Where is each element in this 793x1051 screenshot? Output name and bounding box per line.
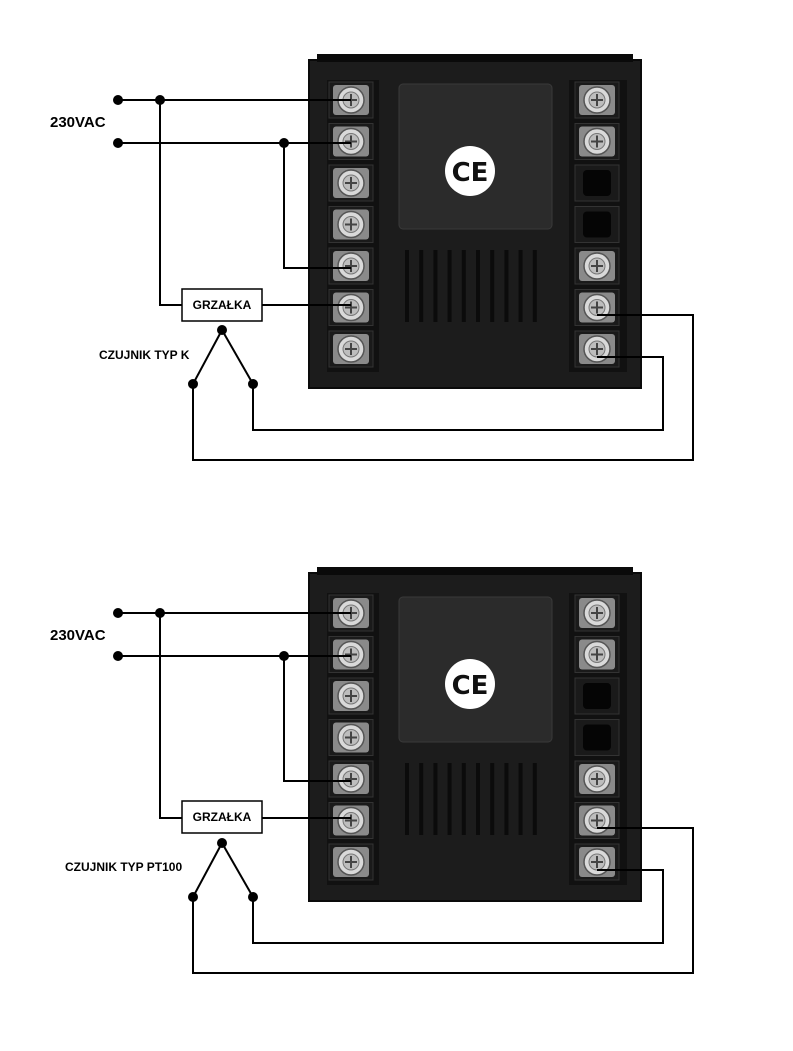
vent-slot <box>504 250 509 322</box>
wire-neutral-jumper <box>283 656 351 782</box>
wire-sensor-lead-2 <box>252 869 664 944</box>
wire-junction <box>217 838 227 848</box>
vent-slot <box>405 763 409 835</box>
wire-junction <box>279 138 289 148</box>
terminal-screw <box>328 123 374 160</box>
empty-terminal-hole <box>583 683 611 709</box>
heater-label: GRZAŁKA <box>193 810 252 824</box>
vent-slot <box>490 763 495 835</box>
wire-sensor-leg <box>192 329 223 385</box>
wire-junction <box>113 651 123 661</box>
terminal-screw <box>328 802 374 839</box>
vent-slot <box>532 250 537 322</box>
controller-body: CE <box>308 54 642 389</box>
terminal-screw <box>574 247 620 285</box>
terminal-screw <box>328 247 374 285</box>
wire-junction <box>155 95 165 105</box>
wire-heater-feed <box>159 100 182 306</box>
vent-slot <box>476 763 480 835</box>
terminal-screw <box>574 81 620 119</box>
terminal-screw <box>328 330 374 368</box>
wire-junction <box>188 379 198 389</box>
vent-slot <box>518 763 523 835</box>
wire-heater-feed <box>159 613 182 819</box>
terminal-screw <box>328 164 374 202</box>
vent-slot <box>461 763 466 835</box>
wiring <box>113 608 694 974</box>
terminal-screw <box>574 719 620 756</box>
ce-badge-text: CE <box>452 158 489 188</box>
vent-slot <box>447 250 452 322</box>
vent-slot <box>461 250 466 322</box>
wiring-diagram-thermocouple: CE 230VAC GRZAŁKA CZUJNIK TYP K <box>50 54 694 461</box>
heater-label: GRZAŁKA <box>193 298 252 312</box>
wire-junction <box>155 608 165 618</box>
sensor-label: CZUJNIK TYP K <box>99 348 190 362</box>
voltage-label: 230VAC <box>50 627 106 644</box>
terminal-screw <box>328 677 374 715</box>
wire-junction <box>113 138 123 148</box>
wire-junction <box>248 892 258 902</box>
vent-slot <box>447 763 452 835</box>
vent-slot <box>518 250 523 322</box>
terminal-screw <box>328 719 374 756</box>
wire-sensor-leg <box>192 842 223 898</box>
terminal-screw <box>574 289 620 326</box>
terminal-screw <box>328 289 374 326</box>
vent-slot <box>419 250 424 322</box>
vent-slot <box>433 250 438 322</box>
terminal-screw <box>574 677 620 715</box>
wire-junction <box>279 651 289 661</box>
wiring-diagram-pt100: CE 230VAC GRZAŁKA CZUJNIK TYP PT100 <box>50 567 694 974</box>
wire-sensor-leg <box>221 842 254 898</box>
wire-neutral-jumper <box>283 143 351 269</box>
ce-mark-icon: CE <box>445 659 495 709</box>
heater-box: GRZAŁKA <box>181 800 263 834</box>
ce-badge-text: CE <box>452 671 489 701</box>
empty-terminal-hole <box>583 170 611 196</box>
ce-mark-icon: CE <box>445 146 495 196</box>
vent-slot <box>405 250 409 322</box>
wire-sensor-lead-1 <box>192 314 694 461</box>
terminal-screw <box>328 843 374 881</box>
terminal-screw <box>328 636 374 673</box>
wire-junction <box>248 379 258 389</box>
controller-body: CE <box>308 567 642 902</box>
wire-junction <box>113 608 123 618</box>
terminal-screw <box>574 164 620 202</box>
empty-terminal-hole <box>583 211 611 238</box>
terminal-screw <box>574 123 620 160</box>
vent-slot <box>490 250 495 322</box>
vent-slot <box>476 250 480 322</box>
wire-junction <box>217 325 227 335</box>
vent-slot <box>433 763 438 835</box>
wire-junction <box>188 892 198 902</box>
terminal-screw <box>574 594 620 632</box>
terminal-screw <box>574 330 620 368</box>
heater-box: GRZAŁKA <box>181 288 263 322</box>
sensor-label: CZUJNIK TYP PT100 <box>65 860 182 874</box>
vent-slot <box>504 763 509 835</box>
vent-slot <box>532 763 537 835</box>
vent-slot <box>419 763 424 835</box>
ce-badge-circle <box>445 659 495 709</box>
terminal-screw <box>328 206 374 243</box>
wire-sensor-lead-1 <box>192 827 694 974</box>
wire-sensor-leg <box>221 329 254 385</box>
terminal-screw <box>574 760 620 798</box>
terminal-screw <box>574 843 620 881</box>
terminal-screw <box>574 802 620 839</box>
terminal-screw <box>328 760 374 798</box>
wire-junction <box>113 95 123 105</box>
controller-top-lip <box>317 567 633 575</box>
ce-badge-circle <box>445 146 495 196</box>
wire-sensor-lead-2 <box>252 356 664 431</box>
controller-top-lip <box>317 54 633 62</box>
terminal-screw <box>574 206 620 243</box>
terminal-screw <box>574 636 620 673</box>
voltage-label: 230VAC <box>50 114 106 131</box>
wiring <box>113 95 694 461</box>
empty-terminal-hole <box>583 724 611 751</box>
